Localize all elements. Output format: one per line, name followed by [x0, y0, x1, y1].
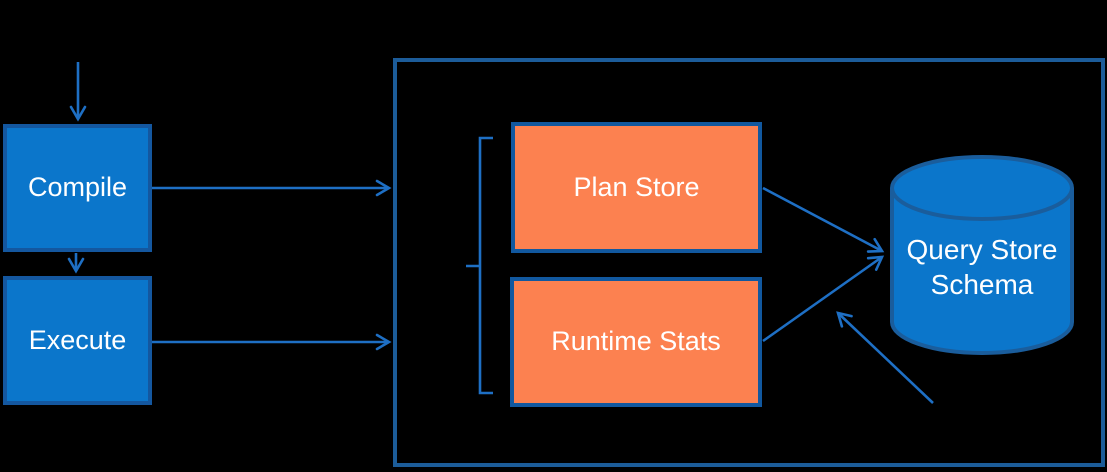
runtime-stats-label: Runtime Stats	[551, 326, 721, 357]
compile-node: Compile	[3, 124, 152, 252]
runtime-stats-node: Runtime Stats	[510, 277, 762, 407]
execute-label: Execute	[28, 324, 127, 355]
query-store-container-box	[393, 58, 1105, 467]
plan-store-node: Plan Store	[511, 122, 762, 253]
query-store-schema-label: Query Store Schema	[890, 232, 1074, 302]
query-store-schema-label-line1: Query Store	[906, 234, 1058, 265]
execute-node: Execute	[3, 276, 152, 405]
plan-store-label: Plan Store	[573, 171, 700, 202]
compile-label: Compile	[27, 172, 128, 203]
query-store-schema-label-line2: Schema	[930, 269, 1034, 300]
